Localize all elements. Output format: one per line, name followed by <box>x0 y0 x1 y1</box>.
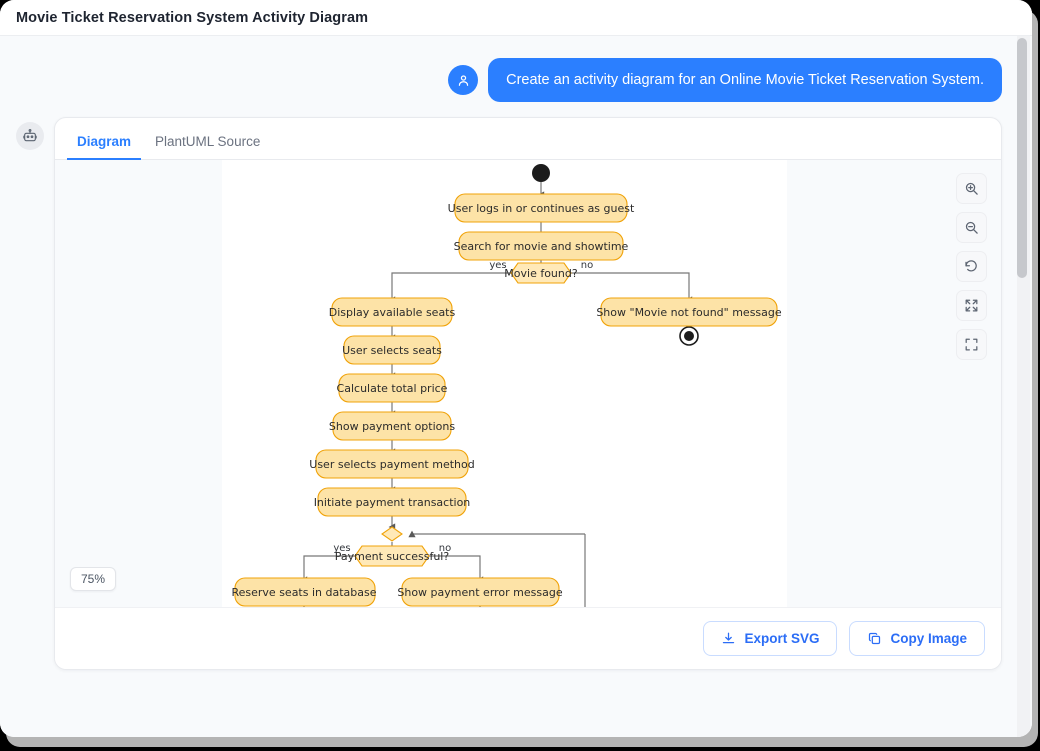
svg-text:yes: yes <box>489 260 506 271</box>
svg-text:Movie found?: Movie found? <box>504 267 578 280</box>
card-footer: Export SVG Copy Image <box>55 607 1001 670</box>
zoom-out-button[interactable] <box>956 212 987 244</box>
svg-text:Search for movie and showtime: Search for movie and showtime <box>454 240 629 253</box>
tab-plantuml-source[interactable]: PlantUML Source <box>155 134 261 150</box>
svg-text:Show "Movie not found" message: Show "Movie not found" message <box>596 306 782 319</box>
fit-screen-button[interactable] <box>956 290 987 322</box>
scrollbar-thumb[interactable] <box>1017 38 1027 278</box>
zoom-in-button[interactable] <box>956 173 987 205</box>
page-body: Create an activity diagram for an Online… <box>0 36 1032 737</box>
reset-rotate-icon <box>965 260 977 272</box>
reset-view-button[interactable] <box>956 251 987 283</box>
decision-payment-successful: Payment successful? yes no <box>333 543 451 567</box>
svg-text:User selects seats: User selects seats <box>342 344 442 357</box>
fit-screen-icon <box>965 299 978 312</box>
vertical-scrollbar[interactable] <box>1017 36 1030 737</box>
zoom-level-indicator: 75% <box>70 567 117 592</box>
app-window: Movie Ticket Reservation System Activity… <box>0 0 1032 737</box>
svg-text:Show payment error message: Show payment error message <box>397 586 562 599</box>
diagram-viewport[interactable]: User logs in or continues as guest Searc… <box>55 160 1001 608</box>
fullscreen-button[interactable] <box>956 329 987 361</box>
tab-diagram[interactable]: Diagram <box>67 128 142 161</box>
start-node <box>532 164 550 183</box>
export-svg-button[interactable]: Export SVG <box>703 621 838 657</box>
svg-text:no: no <box>439 543 451 554</box>
avatar-assistant <box>16 122 44 151</box>
svg-text:Reserve seats in database: Reserve seats in database <box>231 586 376 599</box>
svg-text:Calculate total price: Calculate total price <box>337 382 448 395</box>
svg-text:User selects payment method: User selects payment method <box>309 458 474 471</box>
svg-text:Payment successful?: Payment successful? <box>335 550 450 563</box>
decision-movie-found: Movie found? yes no <box>489 260 593 284</box>
fullscreen-icon <box>965 338 978 351</box>
robot-icon <box>23 129 37 142</box>
copy-image-label: Copy Image <box>890 631 967 647</box>
end-node <box>679 326 699 346</box>
user-message-bubble: Create an activity diagram for an Online… <box>488 58 1002 103</box>
user-message-row: Create an activity diagram for an Online… <box>0 36 1032 103</box>
download-icon <box>723 632 735 644</box>
copy-icon <box>869 633 881 645</box>
svg-text:User logs in or continues as g: User logs in or continues as guest <box>448 202 635 215</box>
activity-diagram-svg: User logs in or continues as guest Searc… <box>231 164 782 608</box>
merge-node <box>381 526 403 542</box>
zoom-in-icon <box>965 183 978 195</box>
user-icon <box>458 74 468 86</box>
export-svg-label: Export SVG <box>744 631 820 647</box>
tab-bar: Diagram PlantUML Source <box>55 118 1001 161</box>
avatar-user <box>448 65 479 95</box>
assistant-message-row: Diagram PlantUML Source <box>0 102 1032 671</box>
zoom-controls <box>956 173 987 361</box>
diagram-card: Diagram PlantUML Source <box>54 117 1002 671</box>
svg-text:no: no <box>581 260 593 271</box>
svg-text:Initiate payment transaction: Initiate payment transaction <box>314 496 471 509</box>
svg-text:Display available seats: Display available seats <box>329 306 456 319</box>
svg-text:Show payment options: Show payment options <box>329 420 455 433</box>
svg-text:yes: yes <box>333 543 350 554</box>
action-nodes: User logs in or continues as guest Searc… <box>231 193 782 607</box>
copy-image-button[interactable]: Copy Image <box>849 621 985 657</box>
title-bar: Movie Ticket Reservation System Activity… <box>0 0 1032 36</box>
page-title: Movie Ticket Reservation System Activity… <box>16 9 369 26</box>
zoom-out-icon <box>965 222 978 234</box>
